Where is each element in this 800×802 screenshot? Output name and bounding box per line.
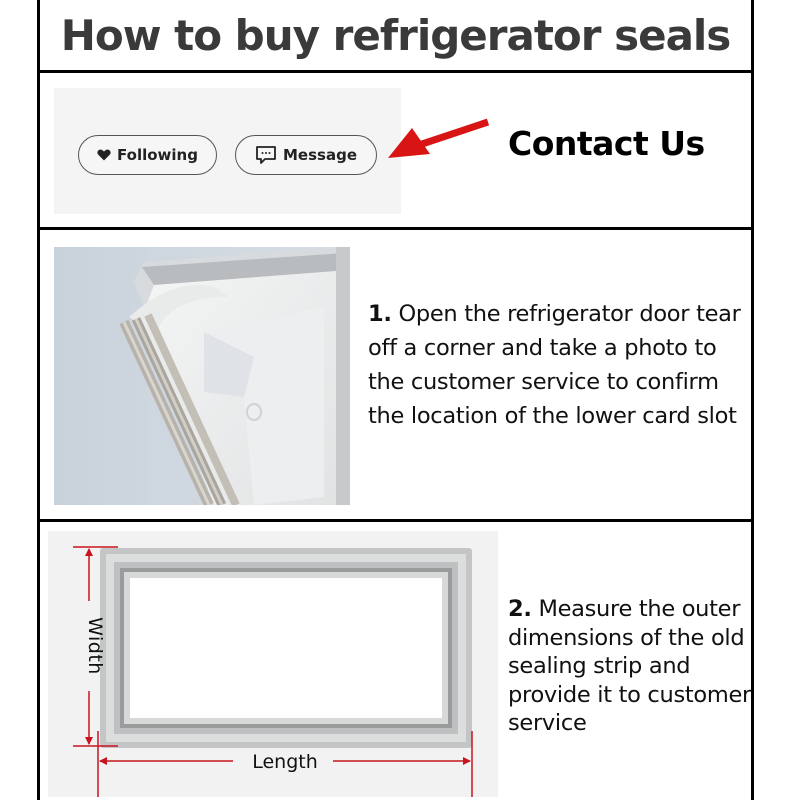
step-1-number: 1. (368, 301, 392, 327)
chat-bubble-icon (256, 146, 276, 164)
following-button[interactable]: Following (78, 135, 217, 175)
message-label: Message (283, 146, 357, 164)
step-2-number: 2. (508, 596, 532, 622)
arrow-left-icon (388, 118, 490, 158)
store-actions-panel: Following Message (54, 88, 401, 214)
door-seal-frame-illustration: Width Length (48, 531, 498, 799)
seal-dimension-diagram: Width Length (48, 531, 498, 799)
divider (37, 519, 754, 522)
step-1-text: Open the refrigerator door tear off a co… (368, 301, 741, 429)
following-label: Following (117, 146, 198, 164)
contact-us-heading: Contact Us (508, 124, 705, 163)
message-button[interactable]: Message (235, 135, 377, 175)
width-label: Width (84, 617, 106, 675)
step-2-instructions: 2. Measure the outer dimensions of the o… (508, 595, 753, 738)
page-frame (37, 0, 754, 800)
step-1-instructions: 1. Open the refrigerator door tear off a… (368, 297, 748, 433)
divider (37, 227, 754, 230)
refrigerator-door-illustration (54, 247, 350, 505)
divider (37, 70, 754, 73)
heart-icon (97, 149, 111, 161)
length-label: Length (252, 751, 318, 773)
step-2-text: Measure the outer dimensions of the old … (508, 596, 751, 736)
refrigerator-door-seal-photo (54, 247, 350, 505)
page-title: How to buy refrigerator seals (60, 11, 732, 60)
